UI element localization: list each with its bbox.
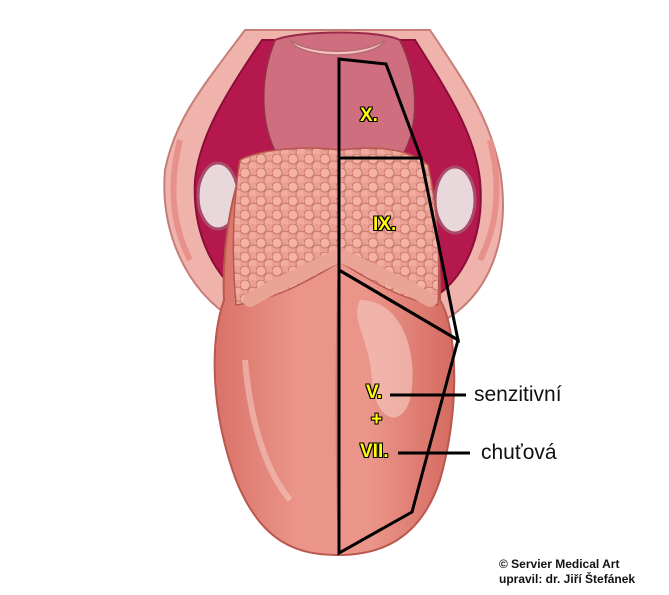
- right-palatine-arch: [477, 139, 500, 262]
- epiglottis: [289, 39, 386, 56]
- left-palatine-arch: [170, 139, 193, 262]
- region-ix-label: IX.: [373, 214, 397, 235]
- region-x-label: X.: [360, 105, 378, 126]
- sensory-label: senzitivní: [474, 383, 562, 406]
- taste-label: chuťová: [481, 441, 557, 464]
- region-v-label: V.: [366, 382, 383, 403]
- credit-line-2: upravil: dr. Jiří Štefánek: [499, 572, 636, 586]
- tongue-highlight: [357, 300, 413, 418]
- right-tonsil-icon: [433, 165, 477, 235]
- credit-line-1: © Servier Medical Art: [499, 557, 620, 571]
- tongue-highlight-left: [242, 359, 293, 502]
- region-plus-label: +: [371, 409, 383, 430]
- region-vii-label: VII.: [360, 441, 389, 462]
- median-sulcus: [335, 279, 339, 521]
